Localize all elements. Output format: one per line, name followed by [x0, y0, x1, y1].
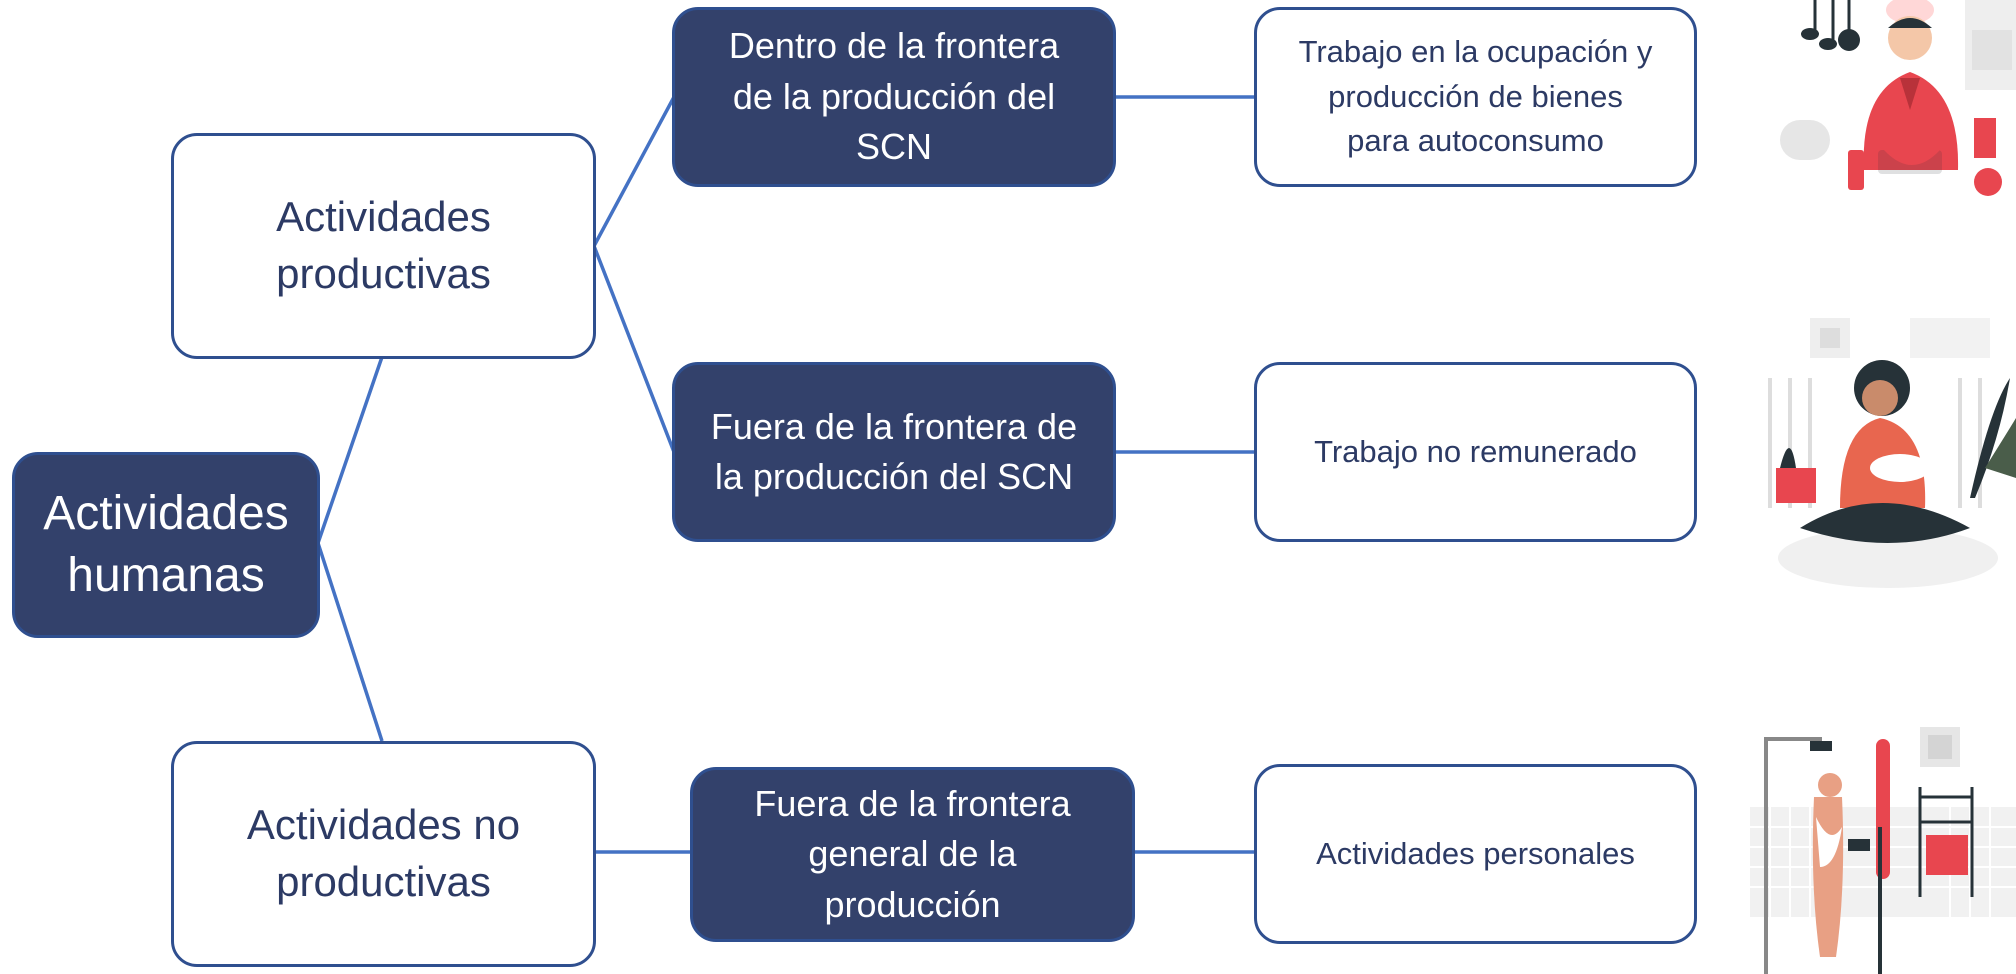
node-actividades-no-productivas: Actividades no productivas: [171, 741, 596, 967]
node-actividades-productivas: Actividades productivas: [171, 133, 596, 359]
node-trabajo-ocupacion: Trabajo en la ocupación y producción de …: [1254, 7, 1697, 187]
node-trabajo-no-remunerado: Trabajo no remunerado: [1254, 362, 1697, 542]
node-label: Fuera de la frontera general de la produ…: [754, 782, 1071, 925]
node-label: Dentro de la frontera de la producción d…: [728, 25, 1060, 168]
node-actividades-personales: Actividades personales: [1254, 764, 1697, 944]
node-label: Actividades personales: [1316, 835, 1635, 871]
node-label: Trabajo no remunerado: [1314, 433, 1637, 469]
connector-productive-outside: [592, 245, 676, 453]
node-actividades-humanas: Actividades humanas: [12, 452, 320, 638]
connector-root-nonproductive: [316, 542, 384, 742]
chef-cooking-illustration: [1780, 0, 2016, 196]
node-dentro-frontera-scn: Dentro de la frontera de la producción d…: [672, 7, 1116, 187]
node-label: Actividades no productivas: [246, 801, 521, 905]
person-showering-illustration: [1750, 727, 2016, 974]
node-label: Actividades productivas: [276, 193, 491, 297]
node-label: Actividades humanas: [43, 486, 289, 602]
connector-productive-inside: [592, 96, 676, 247]
mother-feeding-baby-illustration: [1760, 318, 2016, 588]
node-label: Fuera de la frontera de la producción de…: [710, 405, 1078, 497]
connector-root-productive: [316, 356, 384, 544]
node-fuera-frontera-scn: Fuera de la frontera de la producción de…: [672, 362, 1116, 542]
node-fuera-frontera-general: Fuera de la frontera general de la produ…: [690, 767, 1135, 942]
node-label: Trabajo en la ocupación y producción de …: [1298, 33, 1653, 159]
